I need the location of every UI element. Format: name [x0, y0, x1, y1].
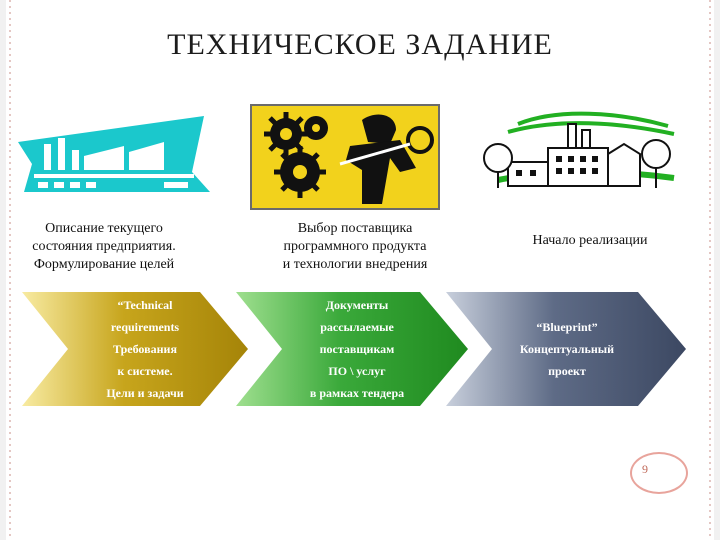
caption-line: Выбор поставщика — [297, 221, 413, 236]
arrow-line: поставщикам — [319, 342, 395, 356]
arrow-line: “Blueprint” — [536, 320, 598, 334]
gears-worker-icon — [250, 104, 440, 210]
page-number-badge — [630, 452, 688, 494]
arrow-line: ПО \ услуг — [328, 364, 386, 378]
stage-1-arrow — [22, 292, 248, 406]
caption-line: программного продукта — [283, 239, 427, 254]
right-dotted-line — [709, 0, 711, 540]
caption-line: Начало реализации — [532, 233, 648, 248]
arrow-line: Концептуальный — [519, 342, 615, 356]
arrow-line: Документы — [325, 298, 389, 312]
stage-3-arrow-text: “Blueprint” Концептуальный проект — [492, 292, 642, 406]
arrow-line: к системе. — [117, 364, 173, 378]
arrow-line: проект — [548, 364, 586, 378]
stage-2-caption: Выбор поставщика программного продукта и… — [250, 220, 460, 274]
stage-1-caption: Описание текущего состояния предприятия.… — [2, 220, 206, 274]
stage-3-caption: Начало реализации — [490, 232, 690, 250]
arrow-line: Цели и задачи — [106, 386, 184, 400]
arrow-line: рассылаемые — [320, 320, 394, 334]
stage-2-arrow — [236, 292, 468, 406]
arrow-line: Требования — [113, 342, 177, 356]
page-number: 9 — [642, 462, 648, 476]
factory-icon — [18, 116, 210, 192]
plant-with-trees-icon — [483, 111, 675, 188]
right-border-rail — [714, 0, 720, 540]
arrow-line: “Technical — [117, 298, 173, 312]
stage-1-arrow-text: “Technical requirements Требования к сис… — [70, 292, 220, 406]
left-dotted-line — [9, 0, 11, 540]
left-border-rail — [0, 0, 6, 540]
arrow-line: requirements — [110, 320, 180, 334]
stage-2-arrow-text: Документы рассылаемые поставщикам ПО \ у… — [282, 292, 432, 406]
arrow-line: в рамках тендера — [309, 386, 405, 400]
slide-title: ТЕХНИЧЕСКОЕ ЗАДАНИЕ — [167, 28, 553, 61]
caption-line: Формулирование целей — [33, 257, 175, 272]
caption-line: состояния предприятия. — [32, 239, 176, 254]
stage-3-arrow — [446, 292, 686, 406]
caption-line: и технологии внедрения — [282, 257, 428, 272]
caption-line: Описание текущего — [45, 221, 163, 236]
